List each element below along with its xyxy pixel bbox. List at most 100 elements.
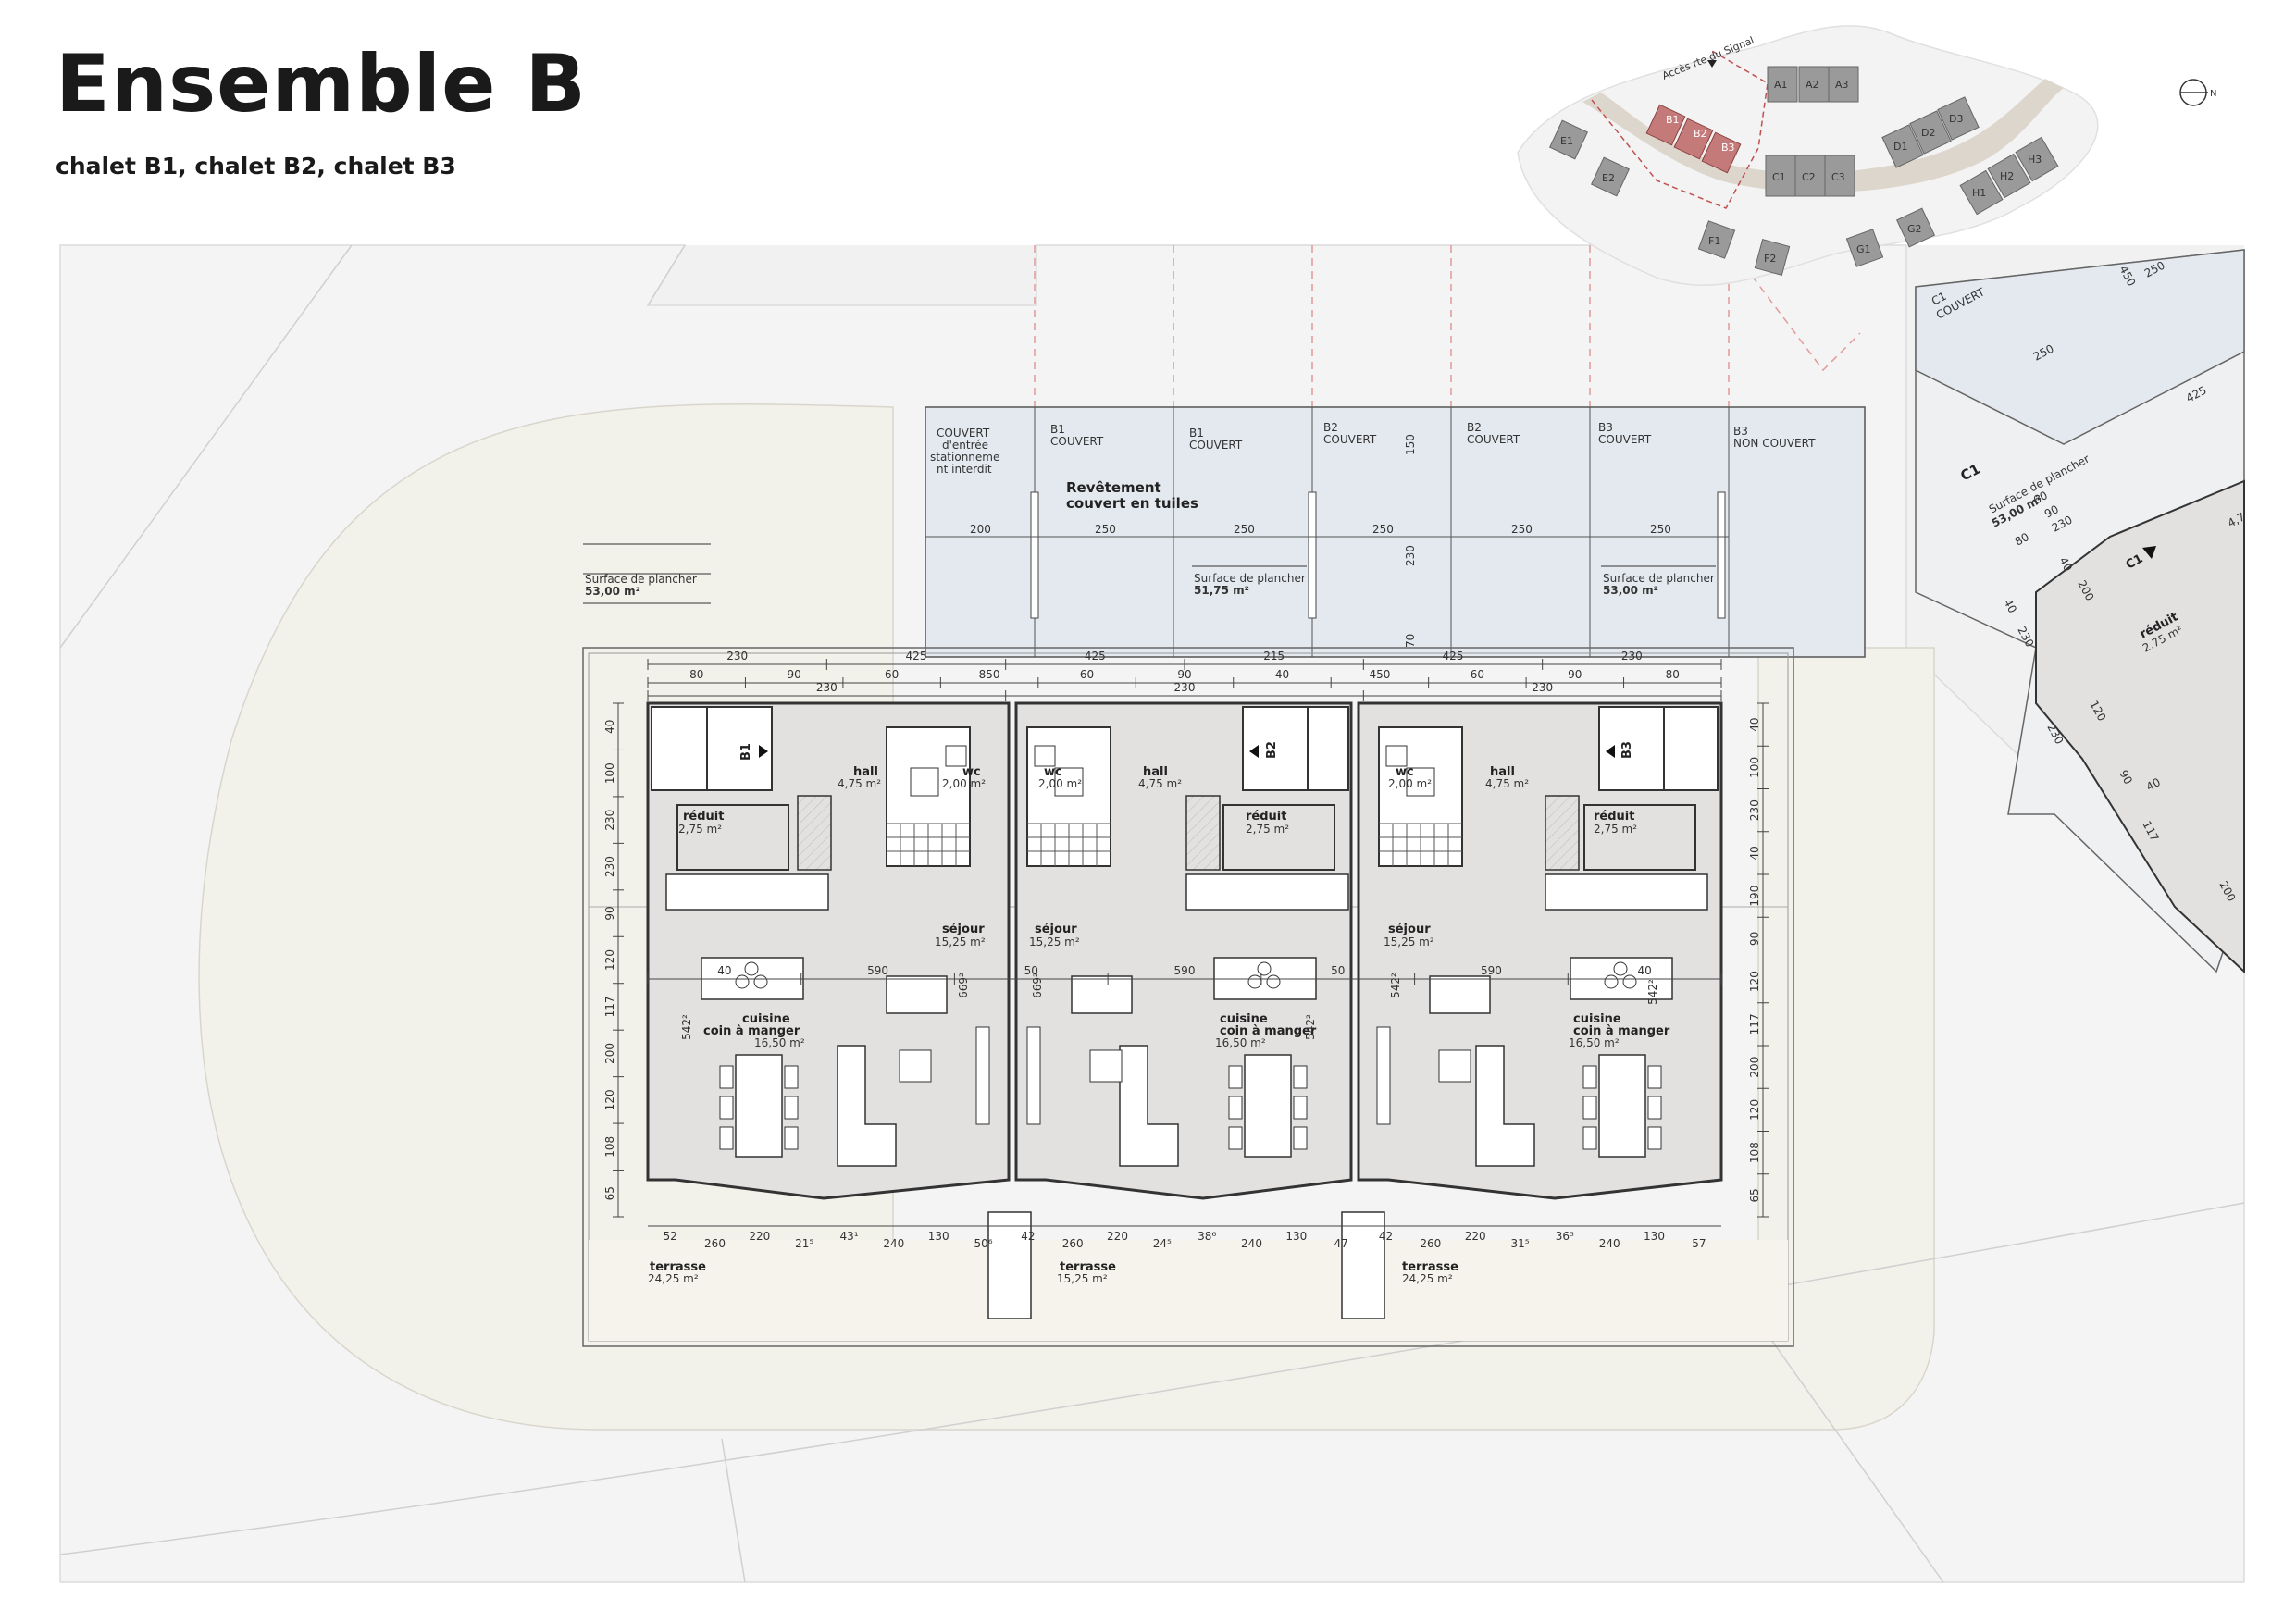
garden-path	[1341, 1211, 1385, 1319]
room-cuisine-2: coin à manger	[1573, 1024, 1670, 1038]
entry-niche	[1307, 706, 1349, 791]
site-road	[1582, 79, 2064, 192]
room-reduit-area: 2,75 m²	[1594, 823, 1637, 836]
entry-niche	[651, 706, 708, 791]
room-sejour: séjour	[1388, 923, 1431, 936]
dimension-value: 42	[1379, 1230, 1393, 1243]
svg-text:B1: B1	[1666, 114, 1680, 126]
chalet-id: B3	[1620, 741, 1634, 759]
svg-text:40: 40	[2056, 555, 2075, 574]
surface-value-3: 53,00 m²	[1603, 584, 1658, 597]
entry-arrow-icon	[1249, 745, 1259, 758]
carport-bay-1-l2: d'entrée	[942, 439, 988, 452]
sofa	[1429, 975, 1491, 1014]
dimension-value: 542²	[1304, 1014, 1317, 1040]
carport-width-dim: 250	[1650, 523, 1671, 536]
terrain-line	[647, 244, 686, 306]
dimension-value: 42	[1021, 1230, 1035, 1243]
dimension-value: 425	[1085, 650, 1106, 663]
room-hall: hall	[853, 765, 878, 779]
dimension-value: 542²	[1646, 979, 1659, 1005]
building-frame	[582, 647, 1794, 1347]
svg-text:H3: H3	[2028, 154, 2042, 166]
carport-width-dim: 250	[1095, 523, 1116, 536]
svg-text:40: 40	[2144, 775, 2163, 794]
carport-depth-dim: 150	[1404, 434, 1417, 455]
carport-depth-dim: 230	[1404, 545, 1417, 566]
dimension-value: 542²	[1389, 973, 1402, 998]
dimension-value: 230	[816, 681, 838, 694]
carport-bay-7-l2: NON COUVERT	[1733, 437, 1816, 450]
terrain-line	[59, 1202, 2245, 1555]
site-plan-inset: Accès rte du Signal B1 B2 B3 A1 A2 A3 C1…	[1517, 25, 2099, 286]
room-wc: wc	[962, 765, 981, 779]
carport-bay-1-l3: stationneme	[930, 451, 999, 464]
dimension-value: 130	[1644, 1230, 1665, 1243]
dimension-value: 230	[1621, 650, 1643, 663]
dimension-value: 43¹	[839, 1230, 858, 1243]
reduit-room	[1583, 804, 1696, 871]
tv-unit	[975, 1026, 990, 1125]
dimension-value: 240	[1599, 1237, 1620, 1250]
terrain-line	[59, 244, 353, 649]
built-in-storage	[665, 873, 829, 911]
kitchen-counter	[1475, 1045, 1535, 1167]
page-title: Ensemble B	[56, 38, 587, 130]
built-in-storage	[1185, 873, 1349, 911]
property-lines	[1034, 244, 1861, 407]
garden-path	[987, 1211, 1032, 1319]
carport-width-dim: 250	[1234, 523, 1255, 536]
carport-bay-4-l2: COUVERT	[1323, 433, 1377, 446]
kitchen-counter	[837, 1045, 897, 1167]
room-reduit-area: 2,75 m²	[678, 823, 722, 836]
carport-width-dim: 250	[1511, 523, 1533, 536]
road-arrow-icon	[1707, 60, 1717, 68]
svg-text:E1: E1	[1560, 135, 1573, 147]
chalet-b1: B1 hall 4,75 m² wc 2,00 m² réduit 2,75 m…	[646, 701, 1011, 1285]
dimension-value: 90	[1568, 668, 1582, 681]
dining-table	[735, 1054, 783, 1158]
chalet-id: B2	[1265, 741, 1279, 759]
entry-arrow-icon	[1606, 745, 1615, 758]
dimension-value: 117	[603, 997, 616, 1018]
dimension-value: 40	[1748, 846, 1761, 860]
dimension-value: 120	[603, 949, 616, 971]
dimension-value: 130	[1285, 1230, 1307, 1243]
chalet-id: B1	[739, 743, 753, 761]
wc-fixture	[1054, 767, 1084, 797]
armchair	[1438, 1049, 1471, 1083]
svg-text:G1: G1	[1856, 243, 1871, 255]
room-wc-area: 2,00 m²	[1388, 777, 1432, 790]
dimension-value: 450	[1369, 668, 1390, 681]
carport: COUVERT d'entrée stationneme nt interdit…	[925, 406, 1866, 658]
dimension-value: 190	[1748, 886, 1761, 907]
carport-width-dim: 250	[1372, 523, 1394, 536]
dimension-value: 40	[717, 964, 731, 977]
surface-label-3: Surface de plancher	[1603, 572, 1715, 585]
built-in-storage	[1545, 873, 1708, 911]
dimension-value: 50	[1024, 964, 1038, 977]
chalet-b3: B3 hall 4,75 m² wc 2,00 m² réduit 2,75 m…	[1357, 701, 1723, 1285]
room-cuisine-area: 16,50 m²	[1569, 1036, 1620, 1049]
svg-text:H1: H1	[1972, 187, 1986, 199]
room-terrasse: terrasse	[1060, 1260, 1116, 1274]
dimension-value: 230	[726, 650, 748, 663]
dimension-value: 130	[928, 1230, 949, 1243]
svg-text:60: 60	[2031, 489, 2050, 507]
dimension-value: 90	[788, 668, 801, 681]
neighbor-c1: C1 C1 COUVERT Surface de plancher 53,00 …	[1915, 249, 2247, 974]
dimension-value: 40	[1275, 668, 1289, 681]
room-sejour: séjour	[942, 923, 985, 936]
dimension-value: 230	[1174, 681, 1196, 694]
room-terrasse-area: 24,25 m²	[1402, 1272, 1453, 1285]
svg-text:D2: D2	[1921, 127, 1935, 139]
dimension-value: 52	[664, 1230, 677, 1243]
dimension-value: 40	[603, 720, 616, 734]
compass-north-label: N	[2210, 89, 2216, 99]
room-hall: hall	[1490, 765, 1515, 779]
page-subtitle: chalet B1, chalet B2, chalet B3	[56, 153, 456, 180]
room-hall-area: 4,75 m²	[1485, 777, 1529, 790]
dimension-value: 230	[603, 856, 616, 877]
dimension-value: 50	[1331, 964, 1345, 977]
terrain-lawn	[198, 403, 1935, 1431]
